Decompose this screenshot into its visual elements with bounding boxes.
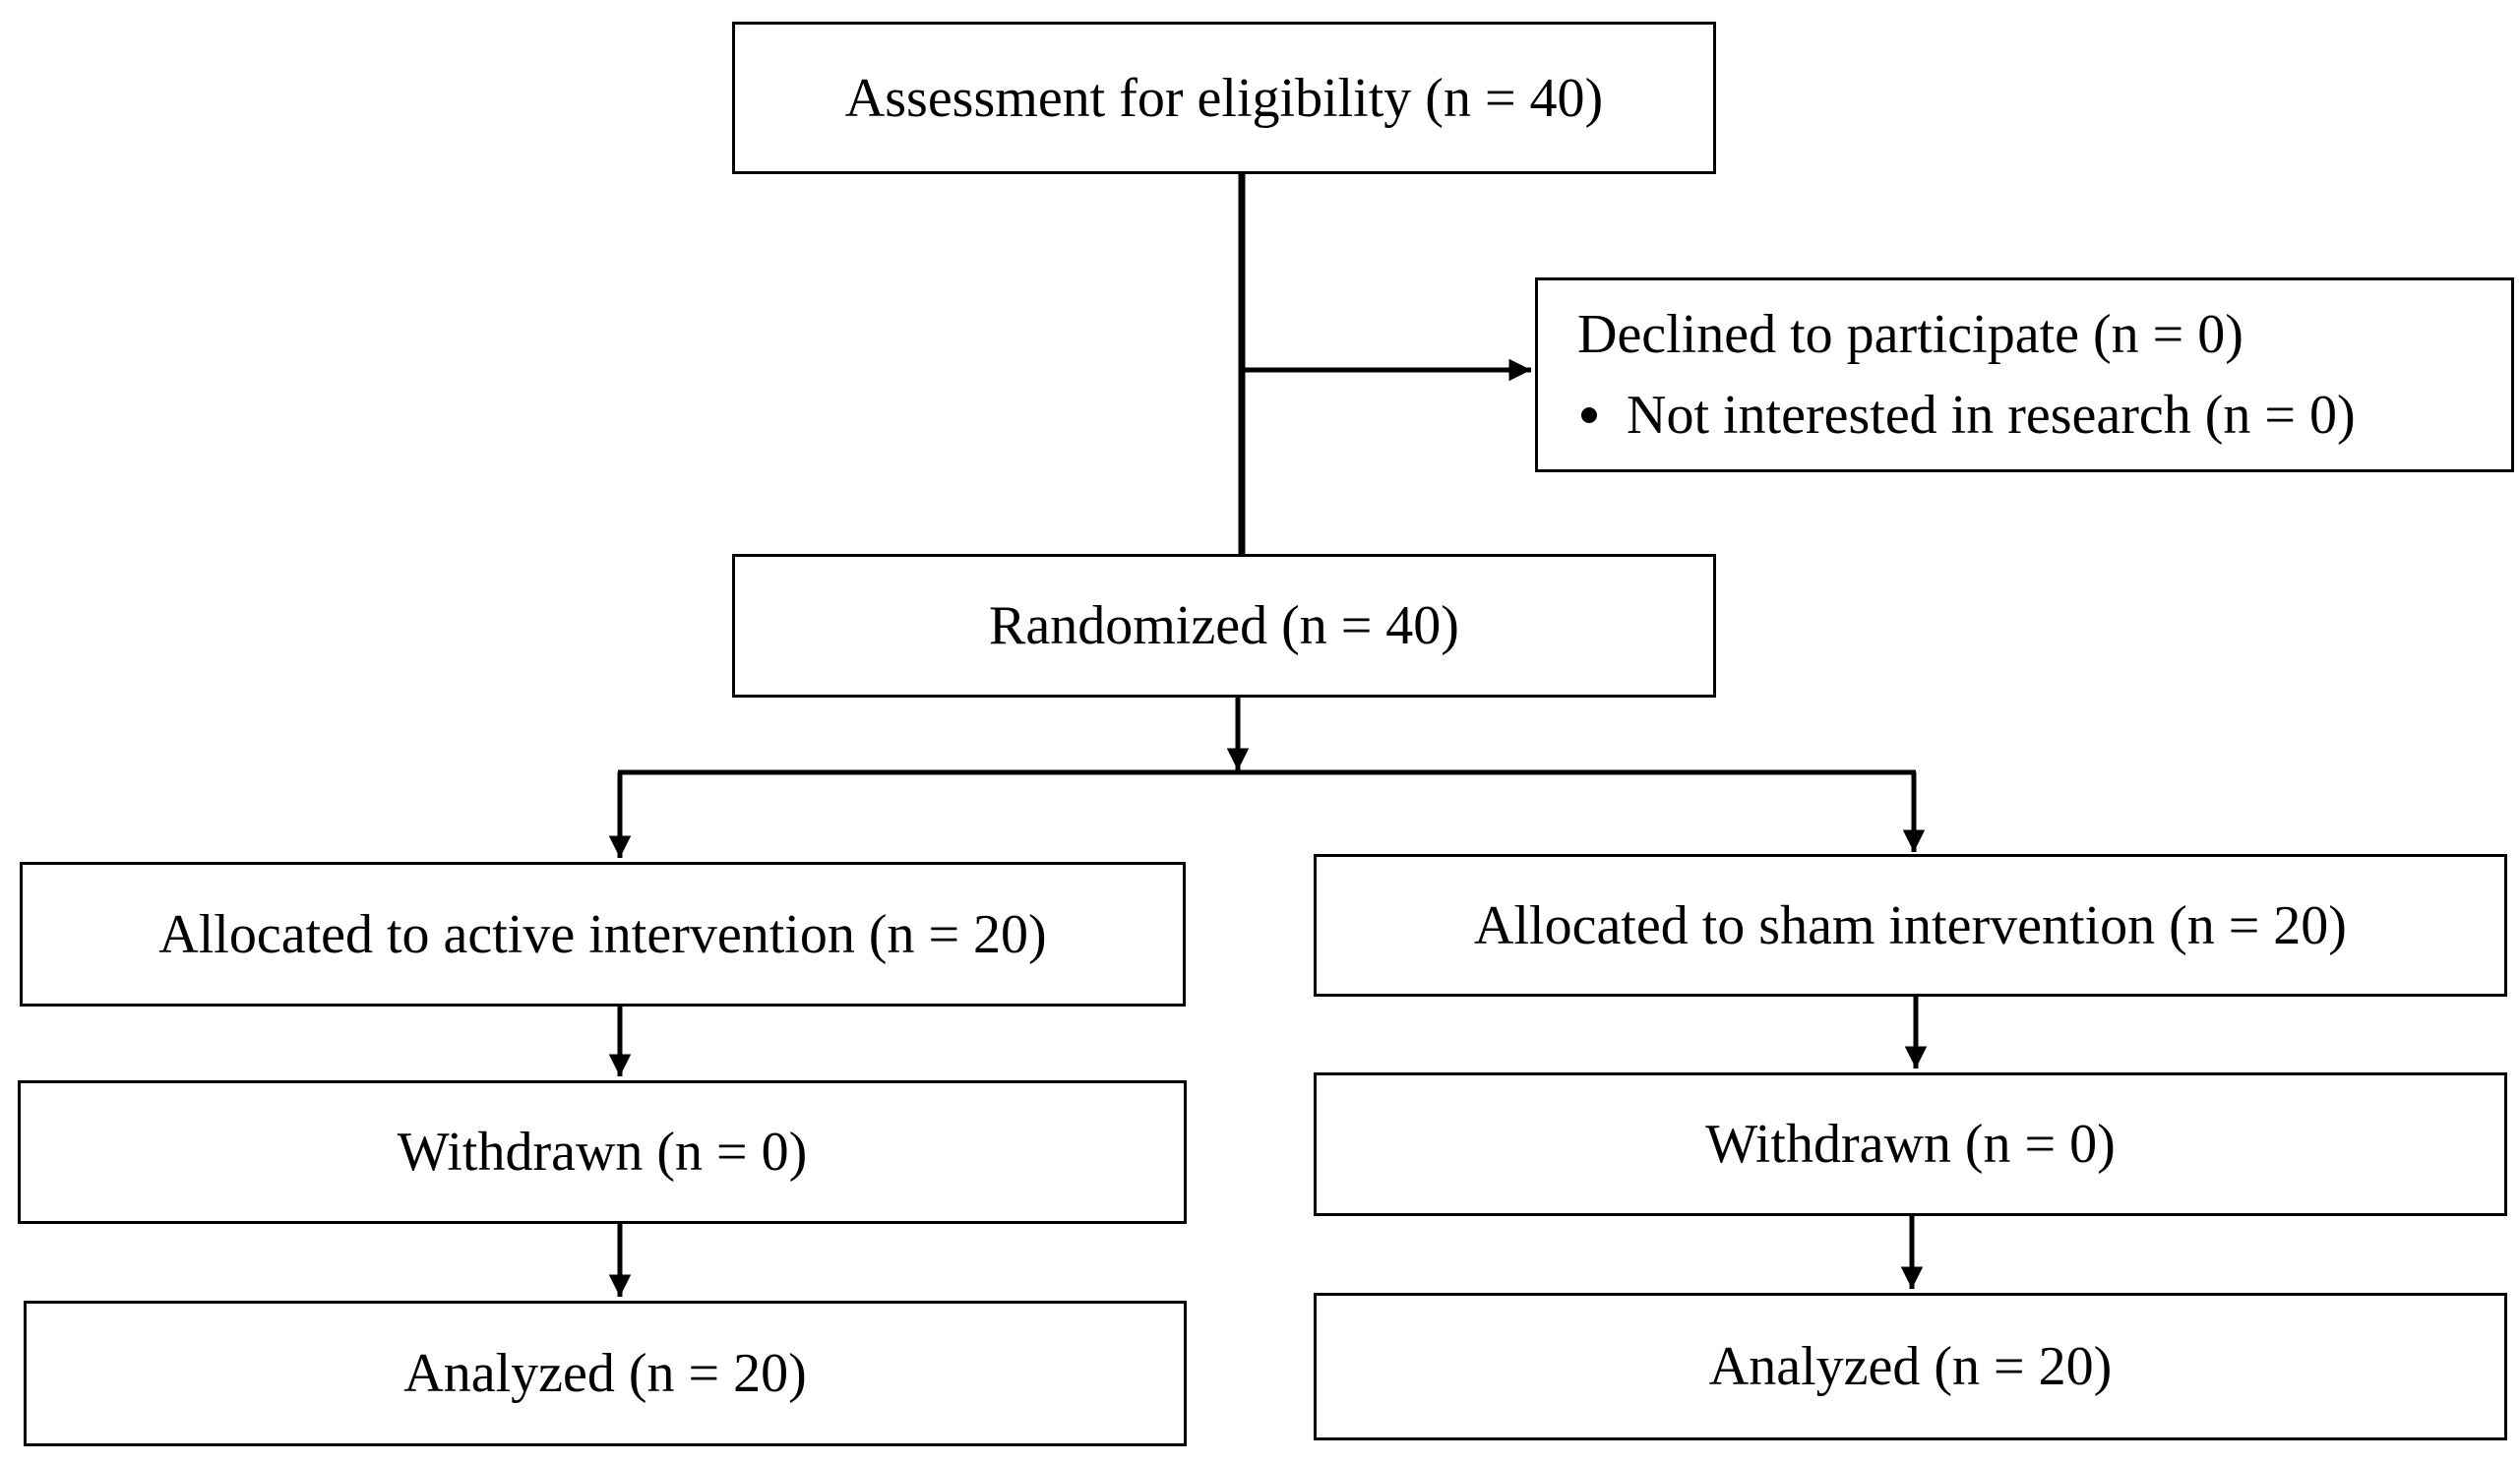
active-allocation-label: Allocated to active intervention (n = 20… (158, 903, 1047, 965)
randomized-box: Randomized (n = 40) (732, 554, 1716, 698)
active-withdrawn-box: Withdrawn (n = 0) (18, 1080, 1187, 1224)
sham-allocation-label: Allocated to sham intervention (n = 20) (1474, 894, 2347, 956)
sham-withdrawn-label: Withdrawn (n = 0) (1705, 1114, 2116, 1175)
bullet-icon (1581, 407, 1597, 423)
sham-analyzed-label: Analyzed (n = 20) (1708, 1336, 2113, 1397)
sham-analyzed-box: Analyzed (n = 20) (1314, 1293, 2507, 1440)
active-analyzed-label: Analyzed (n = 20) (403, 1343, 807, 1404)
assessment-label: Assessment for eligibility (n = 40) (844, 67, 1604, 129)
declined-reason-line: Not interested in research (n = 0) (1577, 388, 2356, 443)
declined-title-line: Declined to participate (n = 0) (1577, 307, 2243, 362)
randomized-label: Randomized (n = 40) (989, 595, 1459, 656)
active-withdrawn-label: Withdrawn (n = 0) (397, 1122, 808, 1183)
sham-withdrawn-box: Withdrawn (n = 0) (1314, 1072, 2507, 1216)
assessment-box: Assessment for eligibility (n = 40) (732, 22, 1716, 174)
sham-allocation-box: Allocated to sham intervention (n = 20) (1314, 854, 2507, 997)
active-allocation-box: Allocated to active intervention (n = 20… (20, 862, 1186, 1007)
declined-reason: Not interested in research (n = 0) (1627, 385, 2356, 446)
active-analyzed-box: Analyzed (n = 20) (24, 1301, 1187, 1446)
declined-box: Declined to participate (n = 0) Not inte… (1535, 277, 2514, 472)
declined-title: Declined to participate (n = 0) (1577, 304, 2243, 365)
